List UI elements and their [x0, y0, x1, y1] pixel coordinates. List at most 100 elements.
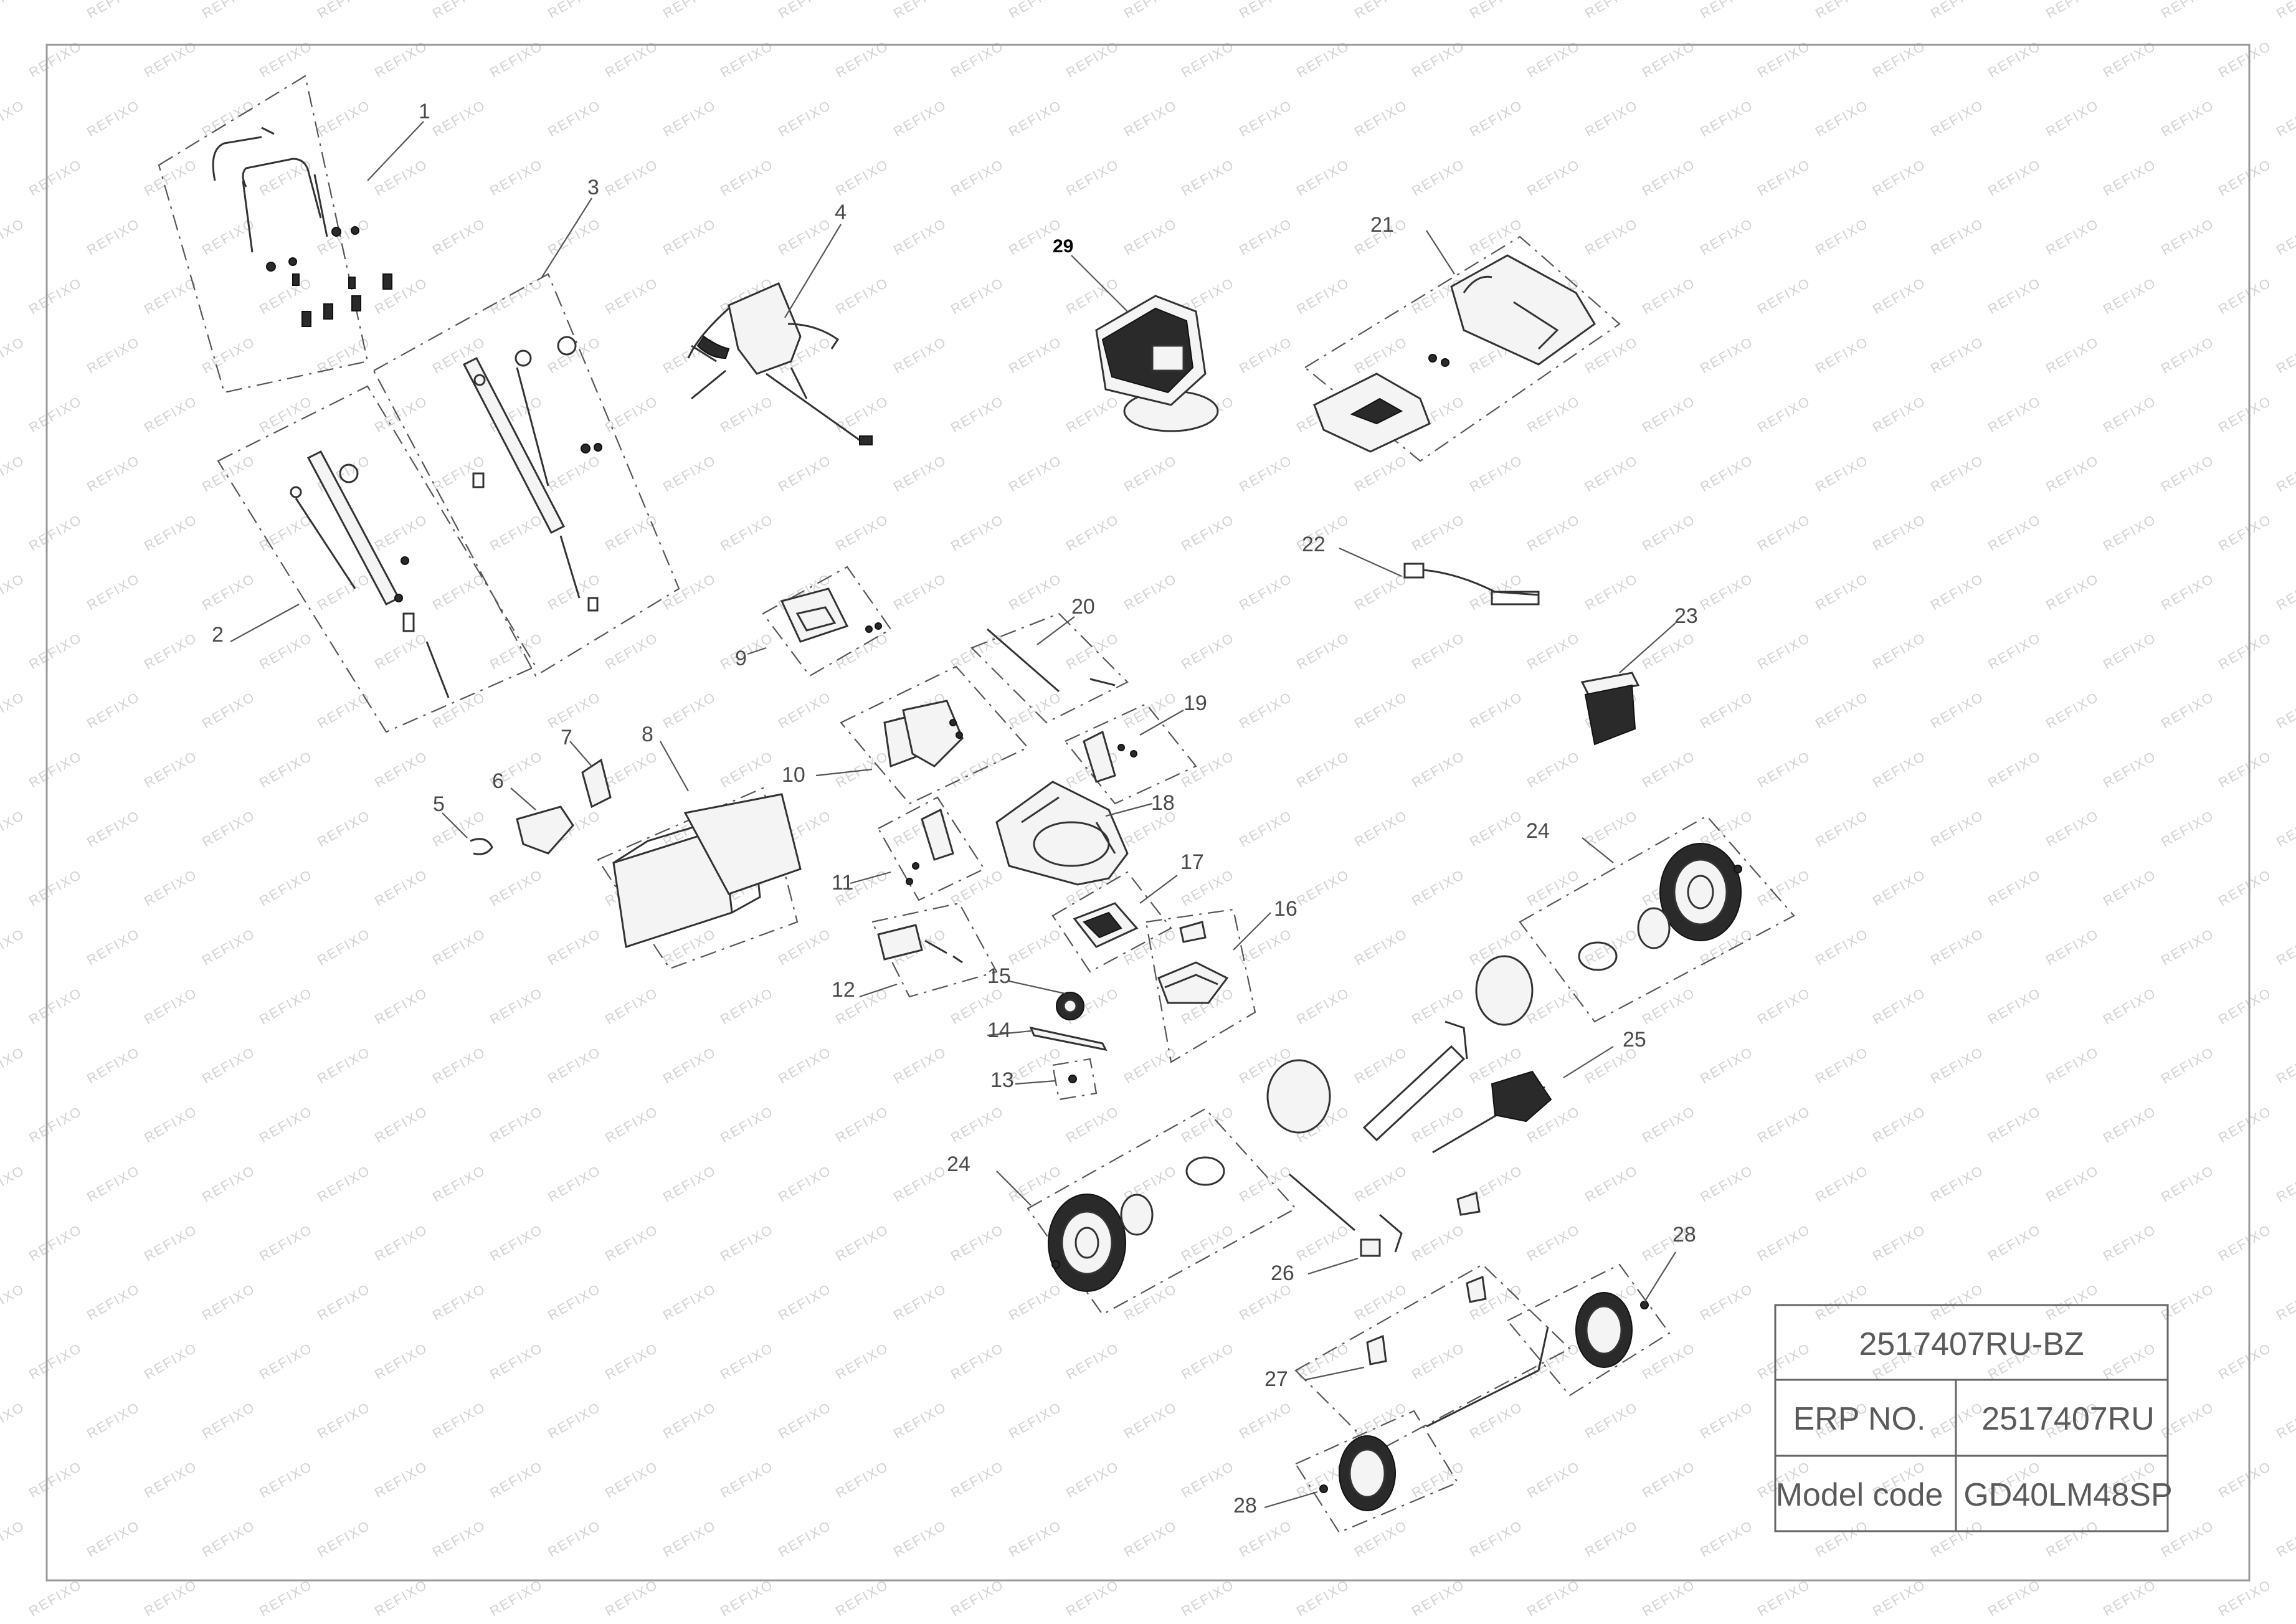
watermark-text: REFIXO [430, 1162, 488, 1205]
watermark-text: REFIXO [1121, 1399, 1180, 1442]
watermark-text: REFIXO [1582, 807, 1641, 850]
watermark-text: REFIXO [84, 1399, 143, 1442]
watermark-text: REFIXO [1870, 1103, 1928, 1146]
watermark-text: REFIXO [1236, 571, 1295, 614]
part-group-17-motor-mount: 17 [1051, 850, 1204, 973]
watermark-text: REFIXO [545, 452, 604, 495]
watermark-text: REFIXO [372, 985, 430, 1028]
title-block: 2517407RU-BZ ERP NO. 2517407RU Model cod… [1774, 1304, 2173, 1532]
watermark-text: REFIXO [1524, 156, 1583, 199]
watermark-text: REFIXO [1294, 630, 1352, 673]
watermark-text: REFIXO [2043, 216, 2102, 259]
watermark-text: REFIXO [315, 334, 373, 377]
watermark-text: REFIXO [1294, 1577, 1352, 1620]
watermark-text: REFIXO [199, 1517, 258, 1560]
watermark-text: REFIXO [602, 748, 661, 791]
watermark-text: REFIXO [891, 0, 949, 21]
watermark-text: REFIXO [776, 1399, 834, 1442]
drawing-border [45, 44, 2251, 1582]
watermark-text: REFIXO [1813, 926, 1871, 969]
watermark-text: REFIXO [833, 1103, 891, 1146]
watermark-text: REFIXO [948, 748, 1007, 791]
watermark-text: REFIXO [1813, 0, 1871, 21]
watermark-text: REFIXO [2274, 689, 2296, 732]
watermark-text: REFIXO [660, 216, 719, 259]
watermark-text: REFIXO [1409, 630, 1468, 673]
watermark-text: REFIXO [660, 97, 719, 140]
watermark-text: REFIXO [602, 1340, 661, 1383]
watermark-text: REFIXO [2100, 630, 2159, 673]
watermark-text: REFIXO [1006, 334, 1065, 377]
watermark-text: REFIXO [948, 1458, 1007, 1501]
watermark-text: REFIXO [372, 1340, 430, 1383]
watermark-text: REFIXO [948, 1577, 1007, 1620]
watermark-text: REFIXO [545, 689, 604, 732]
watermark-text: REFIXO [84, 689, 143, 732]
part-5-clip: 5 [433, 792, 493, 855]
watermark-text: REFIXO [545, 1281, 604, 1324]
watermark-text: REFIXO [315, 1517, 373, 1560]
watermark-text: REFIXO [891, 1517, 949, 1560]
watermark-text: REFIXO [199, 1399, 258, 1442]
watermark-text: REFIXO [1928, 97, 1986, 140]
watermark-text: REFIXO [2158, 97, 2217, 140]
watermark-text: REFIXO [84, 334, 143, 377]
watermark-text: REFIXO [257, 156, 315, 199]
callout-11: 11 [832, 871, 853, 895]
watermark-text: REFIXO [1121, 1044, 1180, 1087]
watermark-text: REFIXO [26, 275, 85, 318]
watermark-text: REFIXO [141, 1340, 200, 1383]
watermark-text: REFIXO [1639, 1340, 1698, 1383]
watermark-text: REFIXO [2274, 334, 2296, 377]
watermark-text: REFIXO [1179, 630, 1237, 673]
watermark-text: REFIXO [2158, 926, 2217, 969]
watermark-text: REFIXO [1755, 748, 1813, 791]
watermark-text: REFIXO [372, 156, 430, 199]
watermark-text: REFIXO [1639, 1577, 1698, 1620]
watermark-text: REFIXO [0, 1044, 27, 1087]
watermark-text: REFIXO [2216, 1103, 2274, 1146]
watermark-text: REFIXO [1813, 1281, 1871, 1324]
watermark-text: REFIXO [1639, 1458, 1698, 1501]
watermark-text: REFIXO [1294, 156, 1352, 199]
watermark-text: REFIXO [1928, 1162, 1986, 1205]
watermark-text: REFIXO [602, 511, 661, 554]
watermark-text: REFIXO [315, 1162, 373, 1205]
watermark-text: REFIXO [199, 689, 258, 732]
model-value: GD40LM48SP [1963, 1477, 2172, 1513]
watermark-text: REFIXO [487, 275, 546, 318]
watermark-text: REFIXO [718, 511, 776, 554]
watermark-text: REFIXO [487, 1222, 546, 1265]
watermark-text: REFIXO [315, 1281, 373, 1324]
watermark-text: REFIXO [1352, 571, 1410, 614]
watermark-text: REFIXO [1870, 275, 1928, 318]
watermark-text: REFIXO [1985, 985, 2044, 1028]
watermark-text: REFIXO [430, 1044, 488, 1087]
watermark-text: REFIXO [2216, 630, 2274, 673]
watermark-text: REFIXO [891, 452, 949, 495]
watermark-text: REFIXO [1063, 275, 1122, 318]
watermark-text: REFIXO [26, 1458, 85, 1501]
watermark-text: REFIXO [0, 97, 27, 140]
watermark-text: REFIXO [257, 985, 315, 1028]
part-group-20-rod: 20 [970, 595, 1129, 724]
watermark-text: REFIXO [2100, 1222, 2159, 1265]
watermark-text: REFIXO [0, 334, 27, 377]
watermark-text: REFIXO [833, 393, 891, 436]
watermark-text: REFIXO [257, 1458, 315, 1501]
watermark-text: REFIXO [1813, 1162, 1871, 1205]
watermark-text: REFIXO [1409, 1577, 1468, 1620]
watermark-text: REFIXO [84, 1162, 143, 1205]
callout-7: 7 [561, 726, 572, 749]
watermark-text: REFIXO [1755, 1577, 1813, 1620]
watermark-text: REFIXO [1928, 452, 1986, 495]
part-group-27-front-bracket: 27 [1264, 1263, 1571, 1453]
watermark-text: REFIXO [1813, 807, 1871, 850]
watermark-text: REFIXO [487, 1340, 546, 1383]
watermark-text: REFIXO [141, 1222, 200, 1265]
watermark-text: REFIXO [2158, 807, 2217, 850]
watermark-text: REFIXO [891, 571, 949, 614]
watermark-text: REFIXO [833, 1577, 891, 1620]
watermark-text: REFIXO [1928, 1517, 1986, 1560]
watermark-text: REFIXO [84, 1044, 143, 1087]
